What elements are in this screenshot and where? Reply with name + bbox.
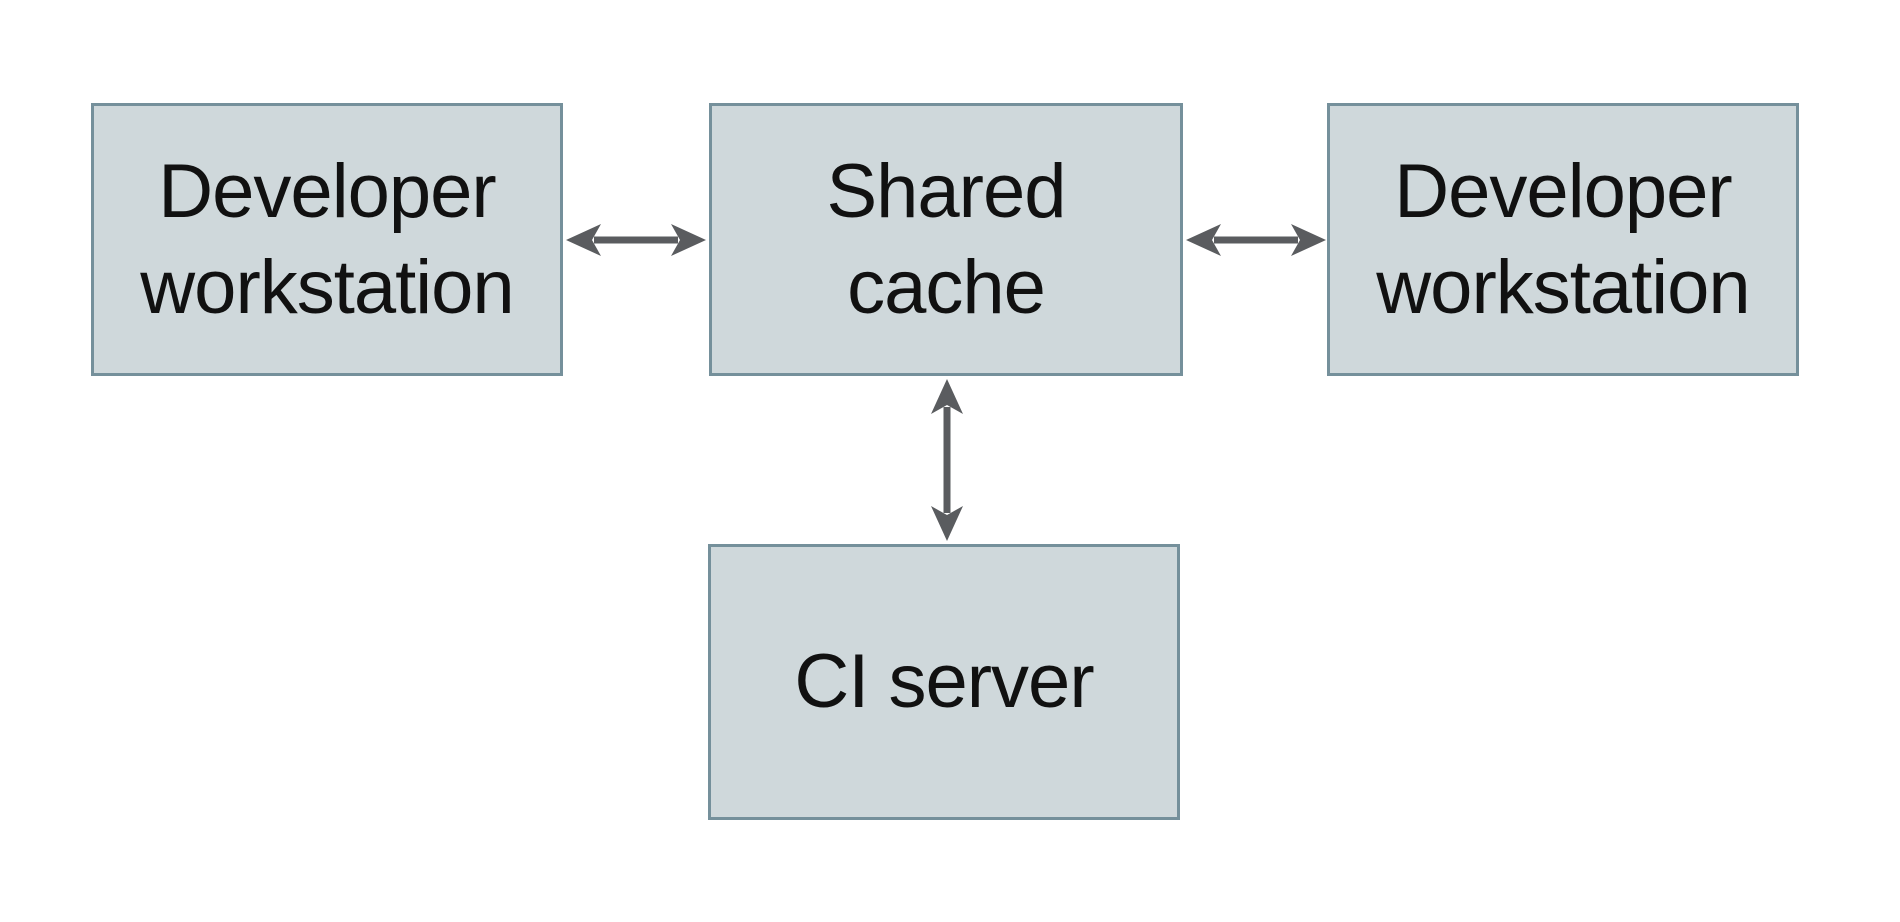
node-developer-workstation-left: Developer workstation	[91, 103, 563, 376]
arrow-cache-ciserver	[931, 379, 963, 541]
node-developer-workstation-right: Developer workstation	[1327, 103, 1799, 376]
node-label: Developer workstation	[1376, 148, 1750, 330]
arrow-cache-devright	[1186, 224, 1326, 256]
node-ci-server: CI server	[708, 544, 1180, 820]
node-label: CI server	[794, 639, 1094, 725]
arrow-devleft-cache	[566, 224, 706, 256]
node-label: Shared cache	[826, 148, 1066, 330]
node-label: Developer workstation	[140, 148, 514, 330]
node-shared-cache: Shared cache	[709, 103, 1183, 376]
